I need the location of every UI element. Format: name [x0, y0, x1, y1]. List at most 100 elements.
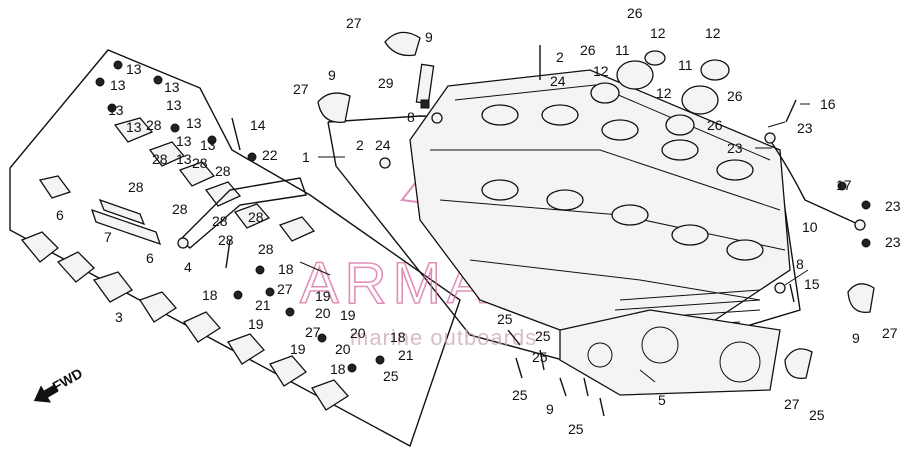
callout-20: 20	[335, 341, 351, 357]
callout-23: 23	[885, 234, 901, 250]
callout-15: 15	[804, 276, 820, 292]
callout-26: 26	[580, 42, 596, 58]
callout-6: 6	[56, 207, 64, 223]
callout-25: 9	[546, 401, 554, 417]
callout-19: 19	[290, 341, 306, 357]
callout-12: 12	[656, 85, 672, 101]
callout-28: 28	[152, 151, 168, 167]
callout-12: 12	[650, 25, 666, 41]
callout-18: 18	[202, 287, 218, 303]
callout-13: 13	[108, 102, 124, 118]
callout-27: 27	[346, 15, 362, 31]
side-cover-top	[384, 31, 421, 57]
callout-25: 25	[532, 349, 548, 365]
callout-18: 18	[390, 329, 406, 345]
spark-plug	[415, 63, 435, 109]
cam-holders-upper-row	[113, 117, 316, 242]
callout-21: 21	[398, 347, 414, 363]
fwd-label: FWD	[50, 365, 86, 395]
callout-9: 9	[328, 67, 336, 83]
intake-insulators	[590, 50, 730, 136]
head-gasket	[559, 309, 781, 396]
callout-4: 4	[184, 259, 192, 275]
callout-8: 8	[796, 256, 804, 272]
callout-27: 25	[809, 407, 825, 423]
callout-25: 25	[512, 387, 528, 403]
callout-27: 27	[882, 325, 898, 341]
direction-marker: FWD	[33, 365, 86, 403]
tensioner-bracket	[178, 177, 307, 249]
callout-17: 17	[836, 177, 852, 193]
callout-9: 27	[784, 396, 800, 412]
fasteners	[95, 60, 871, 373]
callout-11: 11	[615, 42, 630, 58]
callout-13: 13	[186, 115, 202, 131]
callout-19: 19	[340, 307, 356, 323]
callout-1: 1	[302, 149, 310, 165]
callout-20: 20	[315, 305, 331, 321]
callout-13: 13	[110, 77, 126, 93]
callout-24: 24	[550, 73, 566, 89]
callout-21: 21	[255, 297, 271, 313]
stud-bolts	[225, 45, 797, 417]
callout-19: 19	[248, 316, 264, 332]
callout-28: 28	[218, 232, 234, 248]
side-cover-left	[317, 92, 351, 123]
callout-18: 18	[330, 361, 346, 377]
watermark-tagline: marine outboards	[350, 325, 537, 350]
camshaft-journal-row-top	[481, 104, 754, 181]
callout-29: 29	[378, 75, 394, 91]
callout-25: 25	[497, 311, 513, 327]
callout-28: 28	[146, 117, 162, 133]
callout-10: 10	[802, 219, 818, 235]
callout-13: 13	[126, 61, 142, 77]
callout-28: 28	[192, 155, 208, 171]
callout-27: 27	[277, 281, 293, 297]
callout-13: 13	[166, 97, 182, 113]
callout-22: 22	[262, 147, 278, 163]
callout-23: 23	[797, 120, 813, 136]
callout-19: 19	[315, 288, 331, 304]
callout-28: 28	[212, 213, 228, 229]
callout-labels: 27 9 26 12 12 2 26 11 11 24 12 26 29 27 …	[56, 5, 901, 437]
callout-11: 11	[678, 57, 693, 73]
callout-28: 28	[215, 163, 231, 179]
callout-27: 27	[305, 324, 321, 340]
side-cover-right-upper	[847, 283, 875, 313]
camshaft-journal-row-bottom	[481, 179, 764, 261]
callout-20: 20	[350, 325, 366, 341]
callout-12: 12	[593, 63, 609, 79]
callout-13: 13	[176, 151, 192, 167]
callout-13: 13	[164, 79, 180, 95]
callout-5: 5	[658, 392, 666, 408]
callout-28: 28	[258, 241, 274, 257]
callout-2: 2	[356, 137, 364, 153]
cam-holder-gaskets	[38, 175, 162, 246]
oil-pipe	[764, 132, 866, 231]
cam-holders-lower-row	[20, 231, 349, 411]
callout-2: 2	[556, 49, 564, 65]
leader-lines	[299, 103, 810, 383]
callout-25: 25	[568, 421, 584, 437]
callout-3: 3	[115, 309, 123, 325]
callout-7: 7	[104, 229, 112, 245]
callout-13: 13	[200, 137, 216, 153]
callout-13: 13	[126, 119, 142, 135]
callout-27: 25	[383, 368, 399, 384]
callout-8: 8	[407, 109, 415, 125]
callout-26: 26	[627, 5, 643, 21]
callout-14: 14	[250, 117, 266, 133]
callout-12: 12	[705, 25, 721, 41]
callout-28: 28	[248, 209, 264, 225]
callout-6: 6	[146, 250, 154, 266]
callout-9: 9	[425, 29, 433, 45]
callout-16: 16	[820, 96, 836, 112]
callout-26: 26	[707, 117, 723, 133]
callout-25: 25	[535, 328, 551, 344]
side-cover-right-lower	[784, 348, 813, 380]
callout-23: 23	[727, 140, 743, 156]
callout-28: 28	[128, 179, 144, 195]
cam-holder-group-outline	[9, 49, 461, 448]
